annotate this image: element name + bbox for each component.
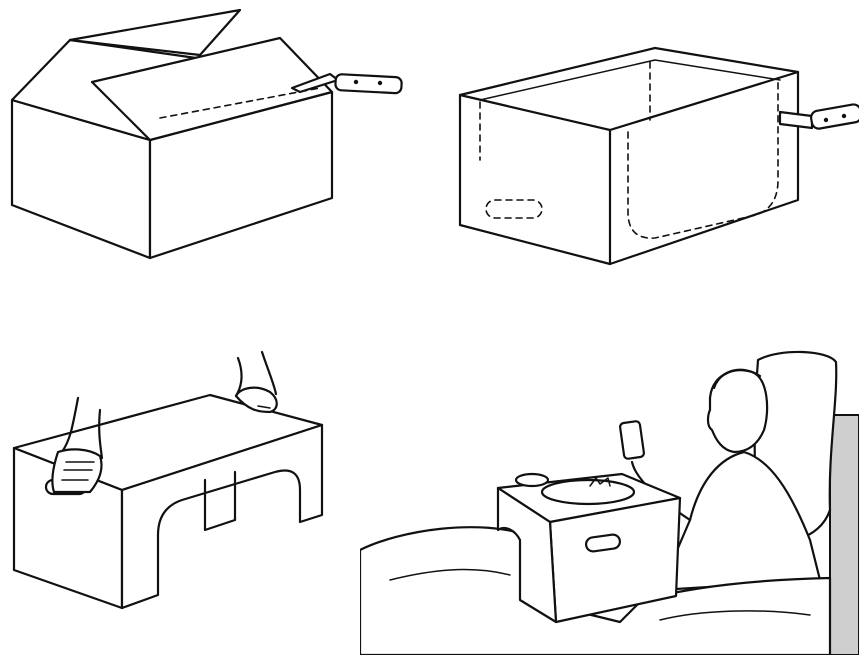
bed-scene-illustration: [360, 340, 859, 655]
step-3-hands-tray-panel: [0, 340, 360, 640]
step-4-bed-tray-panel: [360, 340, 859, 655]
step-1-closed-box-panel: [0, 0, 430, 290]
tray-lifted-illustration: [0, 340, 360, 640]
phone-icon: [620, 421, 645, 459]
open-box-illustration: [440, 20, 859, 280]
plate-icon: [542, 480, 634, 504]
bowl-icon: [516, 474, 548, 486]
headboard: [830, 415, 859, 655]
closed-box-illustration: [0, 0, 430, 290]
step-2-open-box-panel: [440, 20, 859, 280]
right-hand-icon: [236, 352, 277, 412]
box-outline: [460, 48, 798, 264]
